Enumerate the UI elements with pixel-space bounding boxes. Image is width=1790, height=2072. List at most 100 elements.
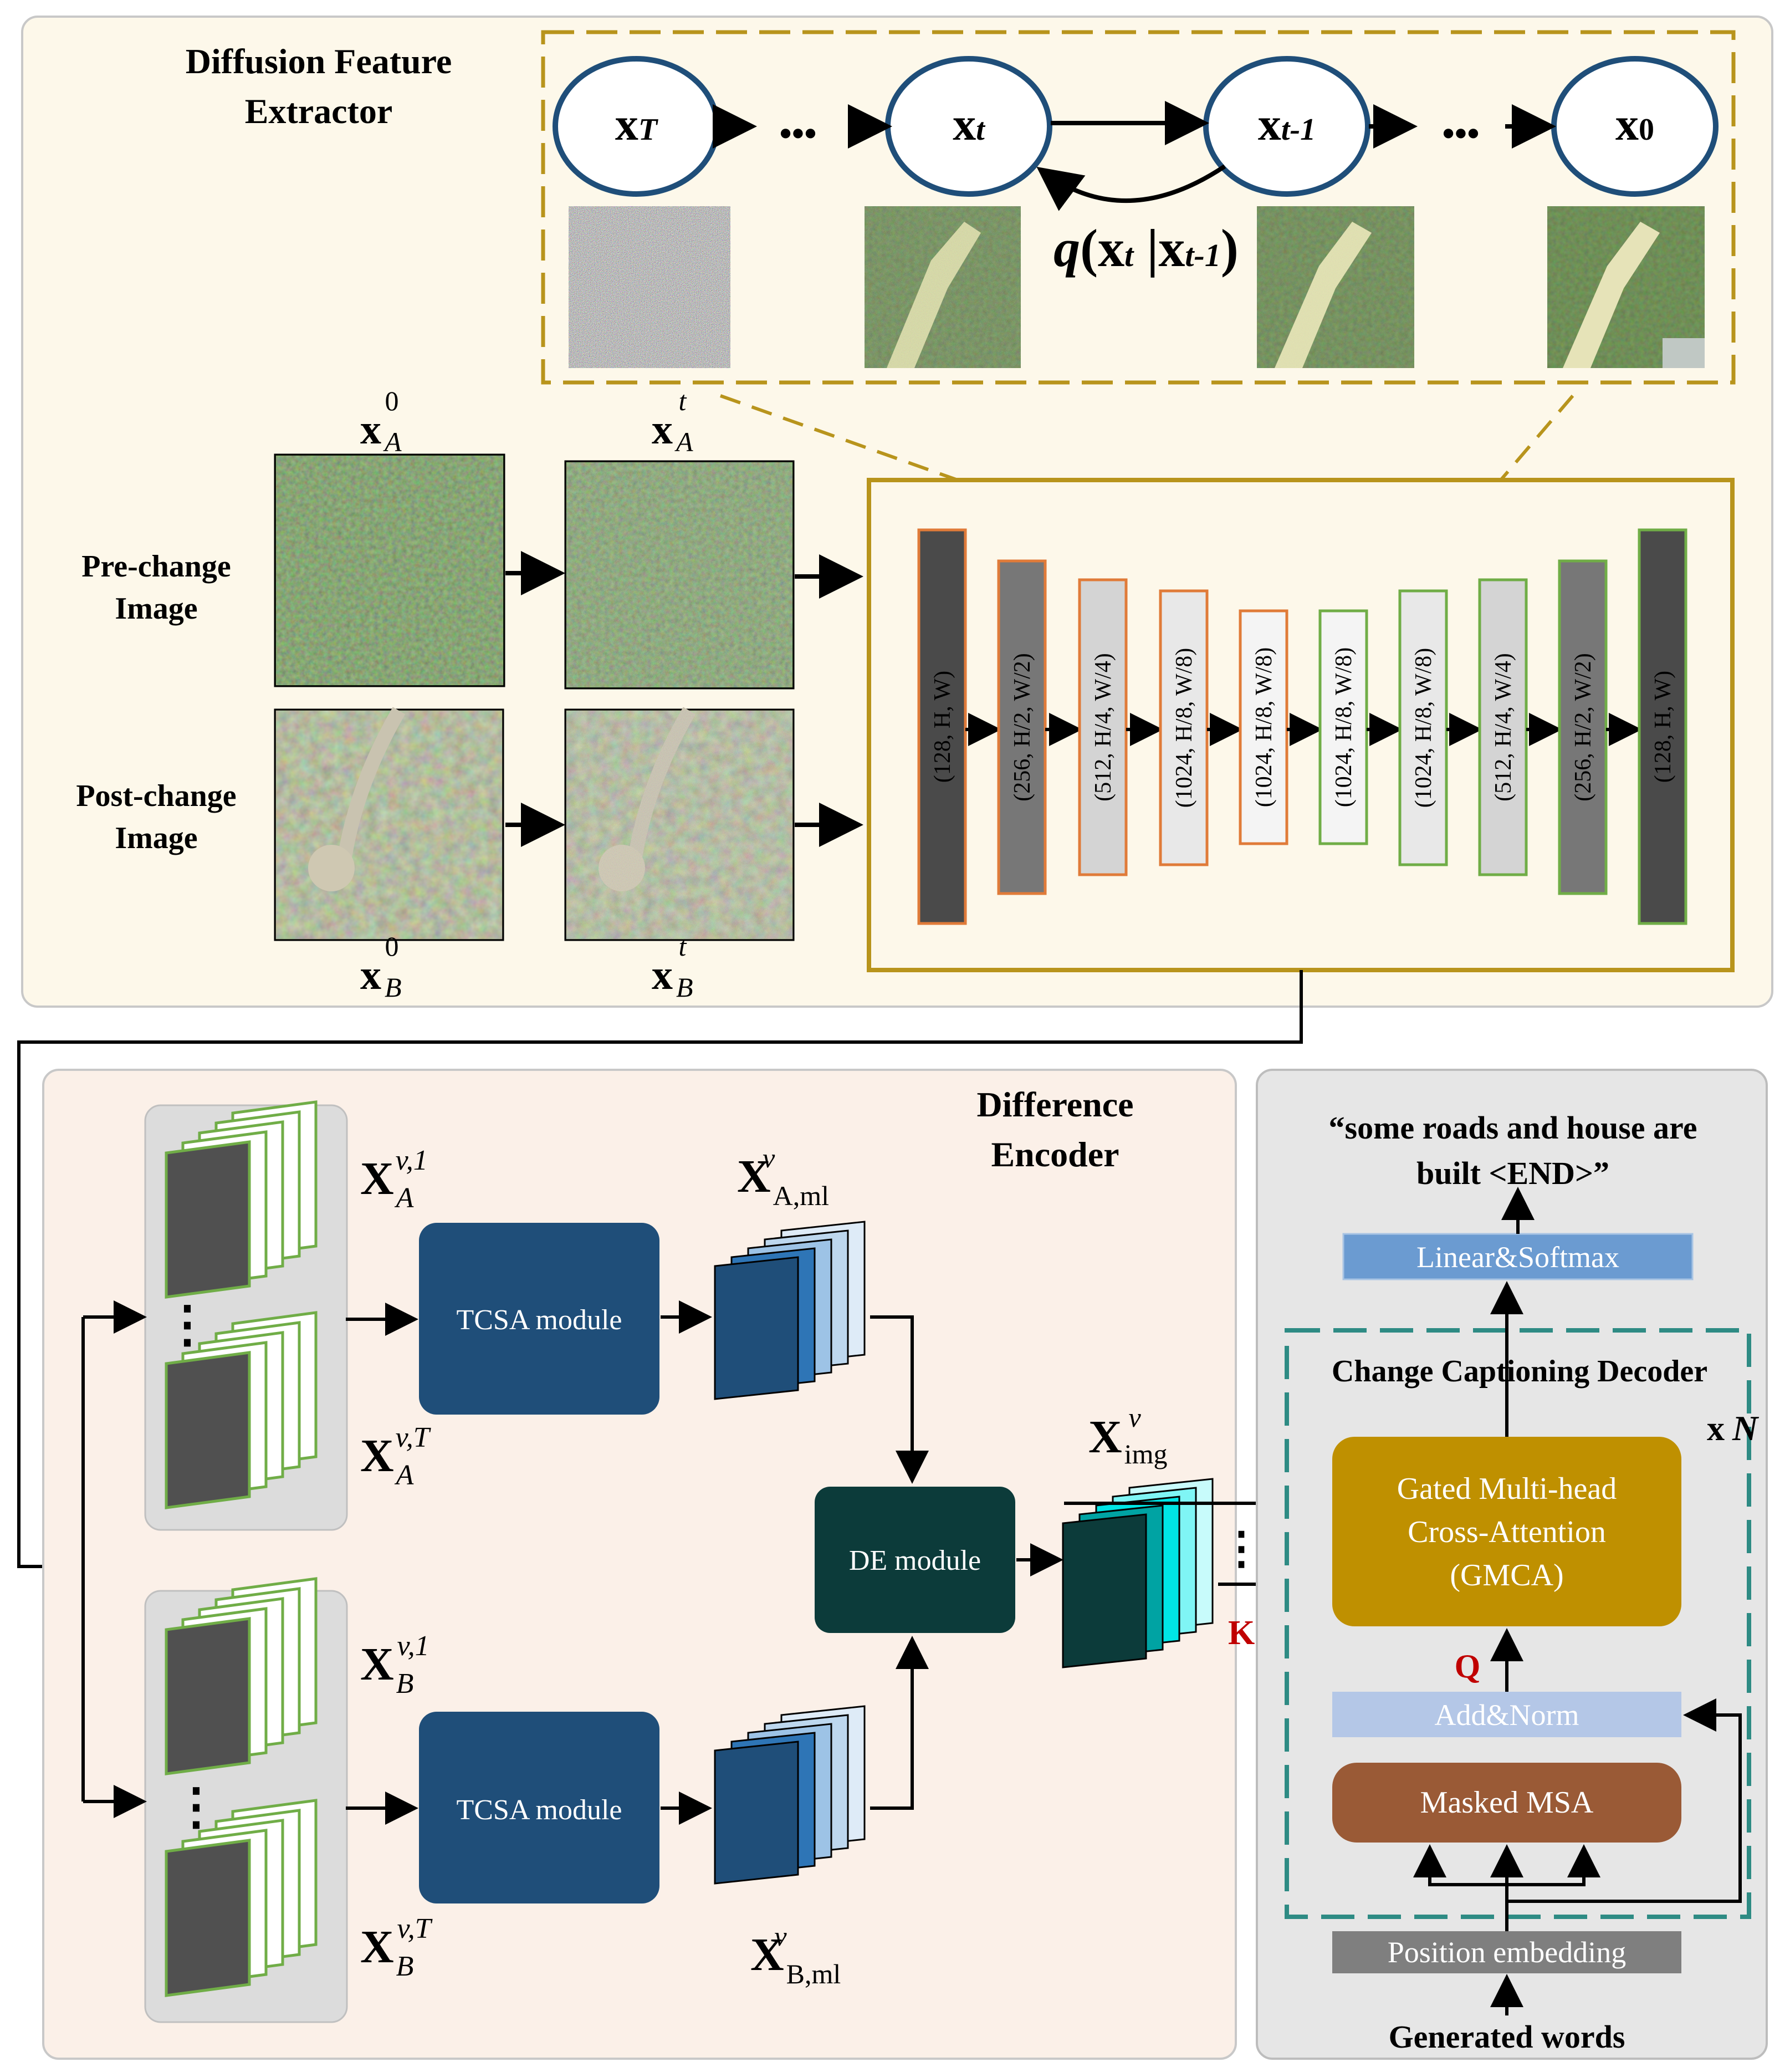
pre-change-label-2: Image [115, 591, 197, 626]
chain-ellipsis-right: ••• [1442, 114, 1479, 153]
unet-block: (512, H/4, W/4) [1078, 578, 1128, 876]
zoom-connector-left [719, 394, 959, 482]
unet-block-label: (128, H, W) [930, 671, 955, 783]
unet-block-label: (1024, H/8, W/8) [1331, 647, 1357, 808]
de-module: DE module [815, 1487, 1015, 1633]
post-change-label-2: Image [115, 821, 197, 855]
masked-msa-label: Masked MSA [1420, 1785, 1594, 1820]
forward-process-formula: q(xt |xt-1) [1053, 218, 1239, 278]
diffusion-node-xT: xT [553, 56, 720, 197]
split-arrows [81, 1300, 147, 1818]
formula-close: ) [1221, 218, 1239, 278]
unet-block: (512, H/4, W/4) [1478, 578, 1528, 876]
gmca-label-2: Cross-Attention [1408, 1515, 1606, 1549]
q-label: Q [1455, 1648, 1481, 1685]
diffusion-node-xt: xt [885, 56, 1052, 197]
multi-level-feature-stacks [714, 1221, 1214, 1885]
linear-softmax-block: Linear&Softmax [1342, 1233, 1694, 1280]
patch-thumbnail-t [865, 206, 1021, 368]
sym-sup: v,1 [397, 1630, 429, 1662]
unet-block-label: (1024, H/8, W/8) [1172, 648, 1197, 808]
tcsa-module-b: TCSA module [419, 1712, 659, 1903]
svg-text:x0: x0 [1615, 99, 1654, 150]
patch-thumbnail-0 [1547, 206, 1705, 368]
feature-stack [165, 1577, 318, 1775]
formula-bar: | [1133, 218, 1158, 278]
sym-sup: v [1128, 1402, 1141, 1433]
tcsa-module-a: TCSA module [419, 1223, 659, 1415]
decoder-arrows [1413, 1187, 1742, 2015]
feature-stack [714, 1705, 866, 1885]
unet-block: (1024, H/8, W/8) [1318, 609, 1368, 845]
formula-s1: t [1124, 237, 1134, 273]
sym-sup: v,T [397, 1913, 432, 1945]
extractor-title-line2: Extractor [245, 91, 393, 131]
feature-stack [714, 1221, 866, 1400]
sym-sub: B [385, 972, 402, 1003]
sym-base: X [360, 1430, 394, 1482]
repeat-x: x [1707, 1408, 1725, 1448]
symbol-XAv1: XAv,1 [360, 1145, 428, 1214]
feature-stack [165, 1311, 318, 1509]
node-sub: t [976, 113, 985, 147]
unet-block: (256, H/2, W/2) [997, 559, 1047, 895]
caption-line1: “some roads and house are [1329, 1110, 1697, 1146]
sym-sup: t [679, 931, 687, 962]
unet-block-label: (128, H, W) [1650, 671, 1676, 783]
node-main: x [615, 99, 638, 150]
sym-sub: A [395, 1459, 414, 1491]
decoder-dashed-box [1285, 1328, 1751, 1919]
node-main: x [1258, 99, 1281, 150]
unet-block: (128, H, W) [917, 528, 967, 925]
sym-base: x [652, 406, 673, 453]
encoder-title-line2: Encoder [991, 1135, 1119, 1174]
node-sub: t-1 [1281, 113, 1316, 147]
formula-x1: x [1098, 218, 1124, 278]
unet-block: (256, H/2, W/2) [1558, 559, 1608, 895]
add-norm-label: Add&Norm [1435, 1698, 1579, 1732]
sym-base: X [750, 1929, 784, 1981]
unet-block-label: (1024, H/8, W/8) [1251, 647, 1277, 808]
node-main: x [953, 99, 976, 150]
sym-sub: B [396, 1668, 414, 1700]
unet-block: (128, H, W) [1638, 528, 1687, 925]
node-main: x [1615, 99, 1639, 150]
position-embedding-block: Position embedding [1332, 1931, 1681, 1973]
pre-change-label-1: Pre-change [81, 549, 231, 584]
chain-ellipsis-left: ••• [779, 114, 816, 153]
diffusion-node-xt-1: xt-1 [1203, 56, 1370, 197]
extractor-title-line1: Diffusion Feature [186, 42, 452, 81]
generated-words-label: Generated words [1389, 2019, 1625, 2055]
formula-open: ( [1080, 218, 1098, 278]
symbol-XAml: XA,mlv [737, 1142, 829, 1211]
sym-base: x [360, 406, 381, 453]
sym-sub: A [383, 426, 402, 457]
zoom-connector-right [1499, 395, 1574, 481]
symbol-Ximg: Ximgv [1088, 1402, 1167, 1469]
tcsa-module-a-label: TCSA module [456, 1304, 622, 1336]
feature-stack [165, 1799, 318, 1997]
sym-sub: A [674, 426, 693, 457]
diffusion-chain-box [541, 30, 1736, 385]
formula-x2: x [1158, 218, 1185, 278]
unet-block-label: (512, H/4, W/4) [1491, 653, 1516, 802]
multi-step-feature-stacks [165, 1100, 318, 1997]
sym-sub: A [395, 1182, 414, 1214]
unet-block-label: (1024, H/8, W/8) [1411, 648, 1436, 808]
sym-sup: 0 [385, 385, 399, 416]
patch-thumbnail-t-1 [1257, 206, 1414, 368]
svg-text:xt-1: xt-1 [1258, 99, 1316, 150]
unet-block: (1024, H/8, W/8) [1239, 609, 1288, 845]
sym-sub: A,ml [773, 1180, 829, 1211]
formula-s2: t-1 [1185, 237, 1220, 273]
sym-sup: 0 [385, 931, 399, 962]
unet-block: (1024, H/8, W/8) [1398, 589, 1448, 866]
svg-text:xT: xT [615, 99, 659, 150]
diffusion-node-x0: x0 [1551, 56, 1719, 197]
sym-base: x [360, 952, 381, 998]
feature-stack [1062, 1478, 1214, 1668]
unet-block: (1024, H/8, W/8) [1159, 589, 1209, 866]
